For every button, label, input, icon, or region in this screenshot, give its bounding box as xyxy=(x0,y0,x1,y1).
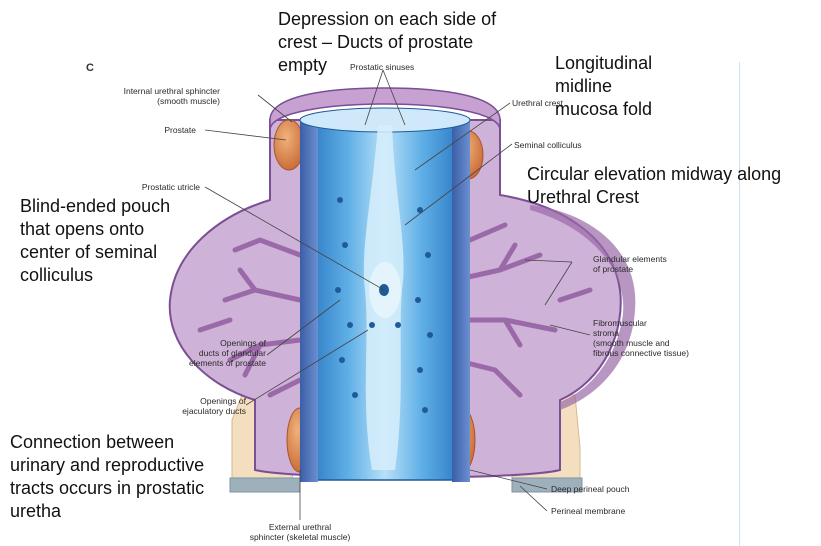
label-internal-sphincter-text: Internal urethral sphincter (smooth musc… xyxy=(124,86,220,106)
prostate-lobe-left xyxy=(274,120,304,170)
annotation-longitudinal-fold: Longitudinal midline mucosa fold xyxy=(555,52,652,121)
annotation-depression: Depression on each side of crest – Ducts… xyxy=(278,8,496,77)
label-internal-sphincter: Internal urethral sphincter (smooth musc… xyxy=(124,86,220,106)
figure-letter: C xyxy=(86,62,94,74)
label-external-sphincter: External urethral sphincter (skeletal mu… xyxy=(240,522,360,542)
label-seminal-colliculus: Seminal colliculus xyxy=(514,140,582,150)
label-perineal-membrane: Perineal membrane xyxy=(551,506,625,516)
label-openings-ejaculatory: Openings of ejaculatory ducts xyxy=(182,396,246,416)
label-prostate: Prostate xyxy=(164,125,196,135)
annotation-blind-pouch: Blind-ended pouch that opens onto center… xyxy=(20,195,170,287)
label-openings-ducts: Openings of ducts of glandular elements … xyxy=(189,338,266,368)
slide-divider-line xyxy=(739,62,740,546)
urethra-wall-right xyxy=(452,118,470,482)
label-glandular-elements: Glandular elements of prostate xyxy=(593,254,667,274)
label-fibromuscular-stroma: Fibromuscular stroma (smooth muscle and … xyxy=(593,318,689,358)
urethra-wall-left xyxy=(300,118,318,482)
label-deep-perineal-pouch: Deep perineal pouch xyxy=(551,484,629,494)
annotation-connection: Connection between urinary and reproduct… xyxy=(10,431,204,523)
annotation-circular-elevation: Circular elevation midway along Urethral… xyxy=(527,163,781,209)
label-prostatic-utricle: Prostatic utricle xyxy=(142,182,200,192)
